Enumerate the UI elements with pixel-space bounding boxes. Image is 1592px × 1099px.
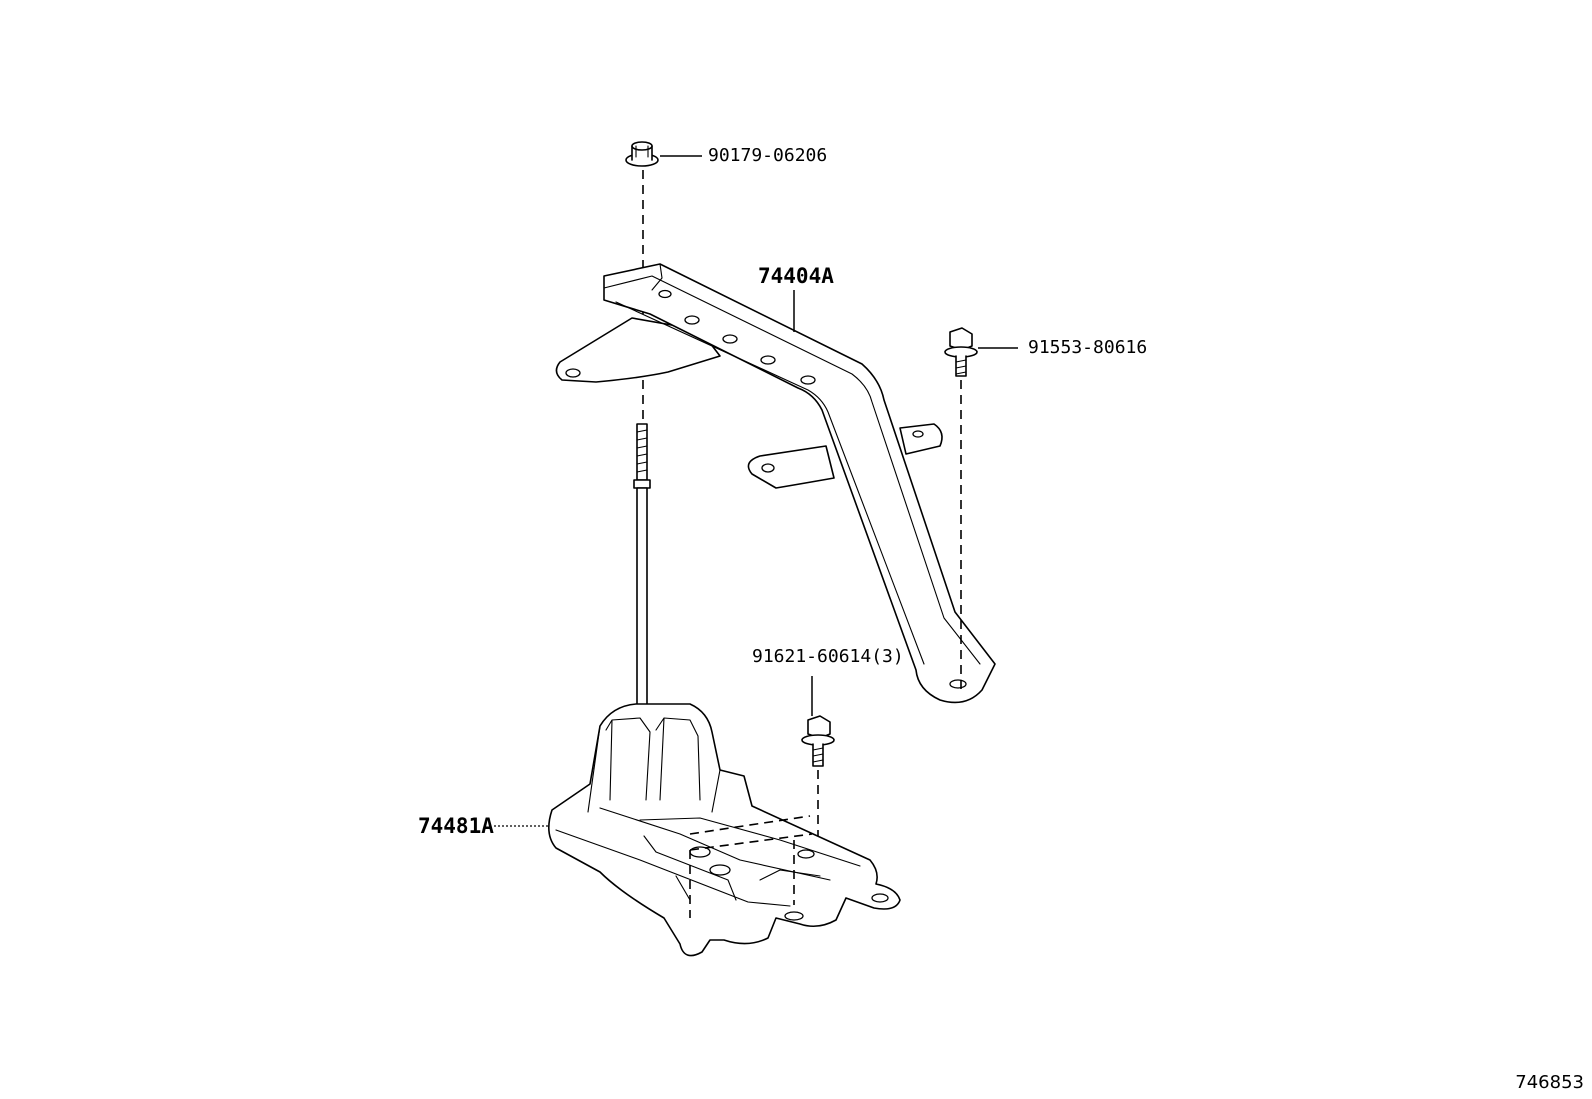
tray-hidden-lines <box>689 815 813 918</box>
flange-bolt-lower-icon[interactable] <box>801 715 835 767</box>
label-bracket[interactable]: 74404A <box>758 264 834 288</box>
flange-nut-icon[interactable] <box>625 141 659 167</box>
label-nut-top[interactable]: 90179-06206 <box>708 145 828 166</box>
label-bolt-lower[interactable]: 91621-60614(3) <box>752 646 904 667</box>
label-bolt-right[interactable]: 91553-80616 <box>1028 337 1148 358</box>
flange-bolt-right-icon[interactable] <box>944 327 978 377</box>
label-tray[interactable]: 74481A <box>418 814 494 838</box>
battery-tray[interactable] <box>548 703 901 957</box>
figure-reference-number: 746853 <box>1515 1072 1584 1093</box>
hold-down-bracket[interactable] <box>555 263 996 704</box>
